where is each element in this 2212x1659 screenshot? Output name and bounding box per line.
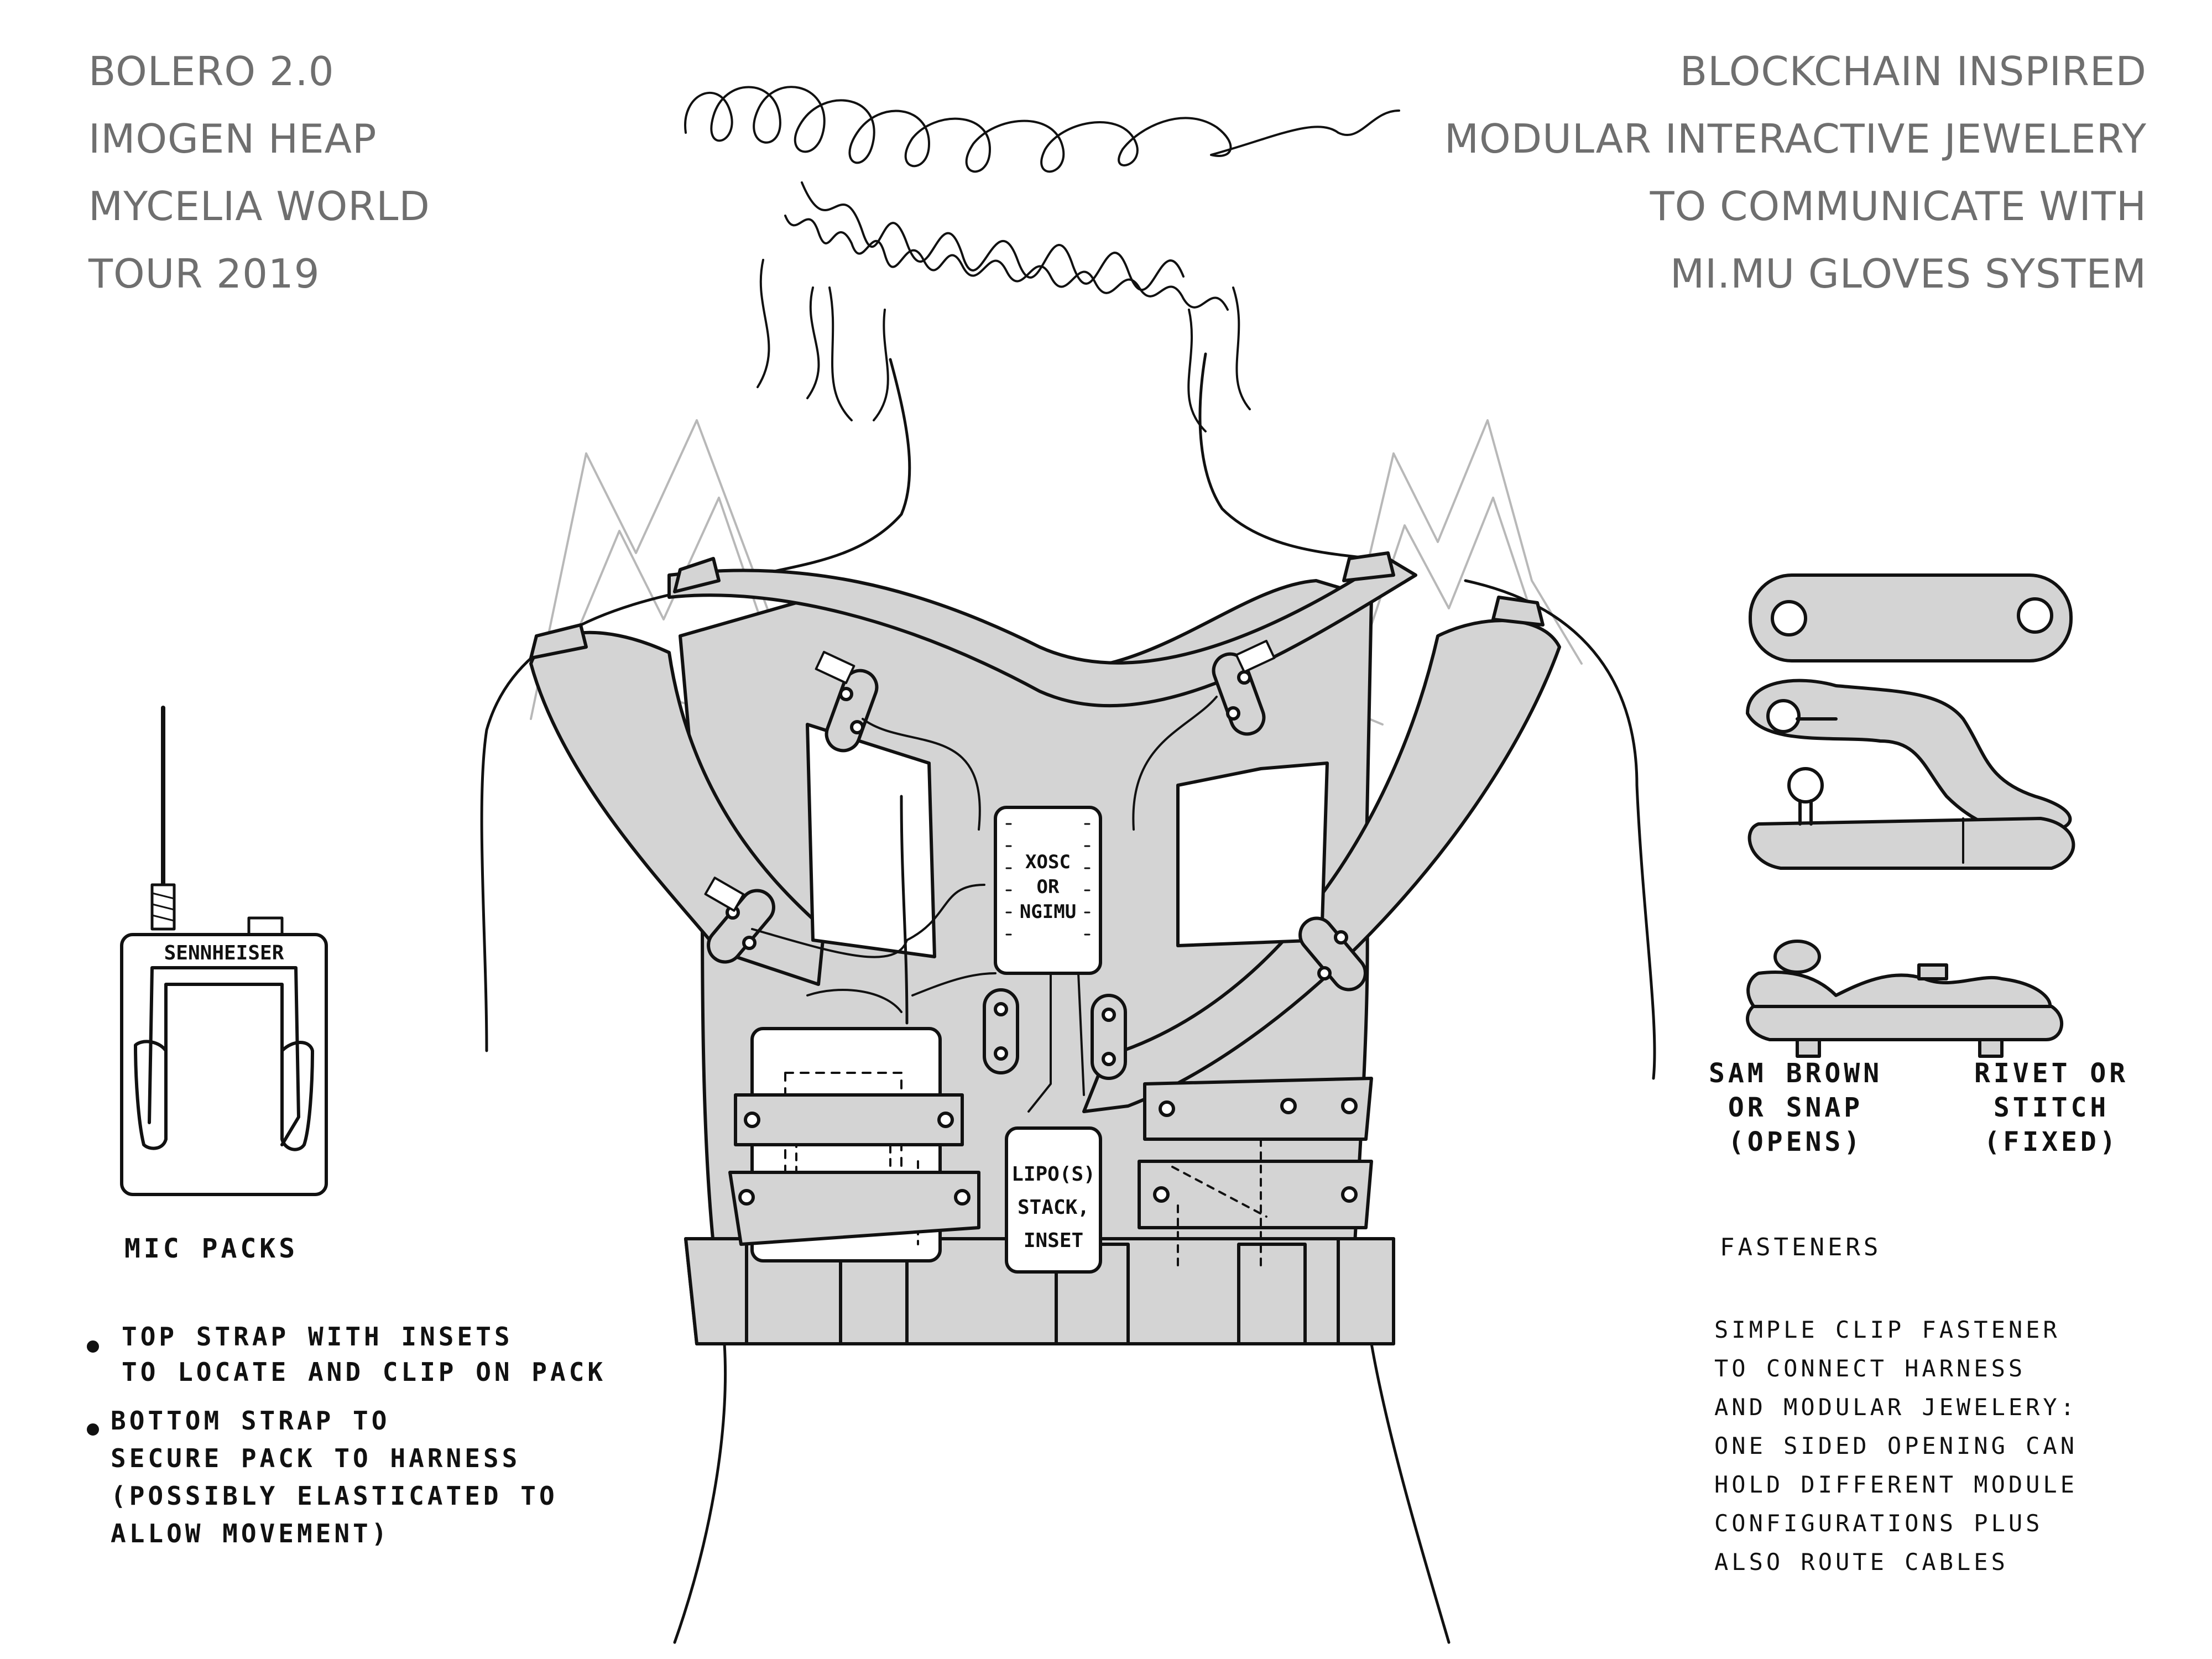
hair-sketch	[684, 86, 1400, 432]
description-line: HOLD DIFFERENT MODULE	[1714, 1471, 2078, 1498]
controller-box	[994, 806, 1102, 975]
rivet-holes	[726, 670, 1348, 1066]
description-line: BLOCKCHAIN INSPIRED	[1679, 48, 2147, 95]
cables	[751, 696, 1218, 1113]
fasteners-description: SIMPLE CLIP FASTENER TO CONNECT HARNESS …	[1714, 1311, 2078, 1582]
rivet-tabs	[707, 652, 1367, 1080]
note-line: TOP STRAP WITH INSETS	[122, 1322, 513, 1352]
description-block: BLOCKCHAIN INSPIRED MODULAR INTERACTIVE …	[1444, 38, 2147, 307]
description-line: AND MODULAR JEWELERY:	[1714, 1394, 2078, 1421]
option-line: SAM BROWN	[1709, 1058, 1883, 1089]
option-line: RIVET OR	[1974, 1058, 2129, 1089]
body-outline	[480, 352, 1656, 1644]
description-line: ONE SIDED OPENING CAN	[1714, 1432, 2078, 1459]
option-line: (FIXED)	[1984, 1126, 2119, 1157]
fastener-rivet	[1746, 940, 2063, 1058]
mic-packs-caption: MIC PACKS	[124, 1233, 299, 1264]
battery-label-line2: STACK,	[1018, 1196, 1089, 1219]
fastener-option-b: RIVET OR STITCH (FIXED)	[1974, 1056, 2128, 1159]
description-line: ALSO ROUTE CABLES	[1714, 1548, 2008, 1575]
controller-label-line1: XOSC	[1025, 851, 1071, 873]
controller-pins	[1005, 823, 1091, 936]
title-line: IMOGEN HEAP	[88, 116, 377, 162]
title-block: BOLERO 2.0 IMOGEN HEAP MYCELIA WORLD TOU…	[88, 38, 430, 307]
bullet-1	[87, 1340, 99, 1353]
title-line: BOLERO 2.0	[88, 48, 335, 95]
mic-pack-straps	[728, 1077, 1373, 1246]
description-line: TO COMMUNICATE WITH	[1650, 183, 2147, 229]
battery-label-line1: LIPO(S)	[1011, 1163, 1095, 1186]
title-line: TOUR 2019	[88, 251, 320, 297]
note-line: (POSSIBLY ELASTICATED TO	[111, 1481, 558, 1511]
note-line: TO LOCATE AND CLIP ON PACK	[122, 1357, 607, 1387]
mic-pack-note-1: TOP STRAP WITH INSETS TO LOCATE AND CLIP…	[122, 1319, 606, 1390]
fastener-flat-link	[1749, 573, 2073, 662]
description-line: MODULAR INTERACTIVE JEWELERY	[1444, 116, 2147, 162]
belt-segments	[684, 1237, 1395, 1345]
description-line: TO CONNECT HARNESS	[1714, 1355, 2026, 1382]
fastener-option-a: SAM BROWN OR SNAP (OPENS)	[1709, 1056, 1882, 1159]
note-line: BOTTOM STRAP TO	[111, 1406, 390, 1436]
controller-label-line3: NGIMU	[1020, 901, 1076, 923]
option-line: STITCH	[1993, 1092, 2110, 1123]
bullet-2	[87, 1423, 99, 1436]
mic-pack-note-2: BOTTOM STRAP TO SECURE PACK TO HARNESS (…	[111, 1402, 558, 1552]
fasteners-heading: FASTENERS	[1720, 1233, 1882, 1261]
sennheiser-pack-sketch	[120, 706, 328, 1196]
mic-pack-brand: SENNHEISER	[164, 942, 284, 964]
battery-box	[1005, 1126, 1102, 1274]
option-line: (OPENS)	[1728, 1126, 1864, 1157]
battery-label-line3: INSET	[1024, 1229, 1083, 1252]
title-line: MYCELIA WORLD	[88, 183, 430, 229]
description-line: SIMPLE CLIP FASTENER	[1714, 1316, 2060, 1343]
option-line: OR SNAP	[1728, 1092, 1864, 1123]
description-line: MI.MU GLOVES SYSTEM	[1670, 251, 2147, 297]
strap-end-clips	[529, 551, 1545, 660]
note-line: ALLOW MOVEMENT)	[111, 1519, 390, 1548]
description-line: CONFIGURATIONS PLUS	[1714, 1510, 2043, 1537]
note-line: SECURE PACK TO HARNESS	[111, 1443, 521, 1473]
controller-label-line2: OR	[1037, 876, 1060, 898]
cable-connectors	[704, 639, 1276, 912]
